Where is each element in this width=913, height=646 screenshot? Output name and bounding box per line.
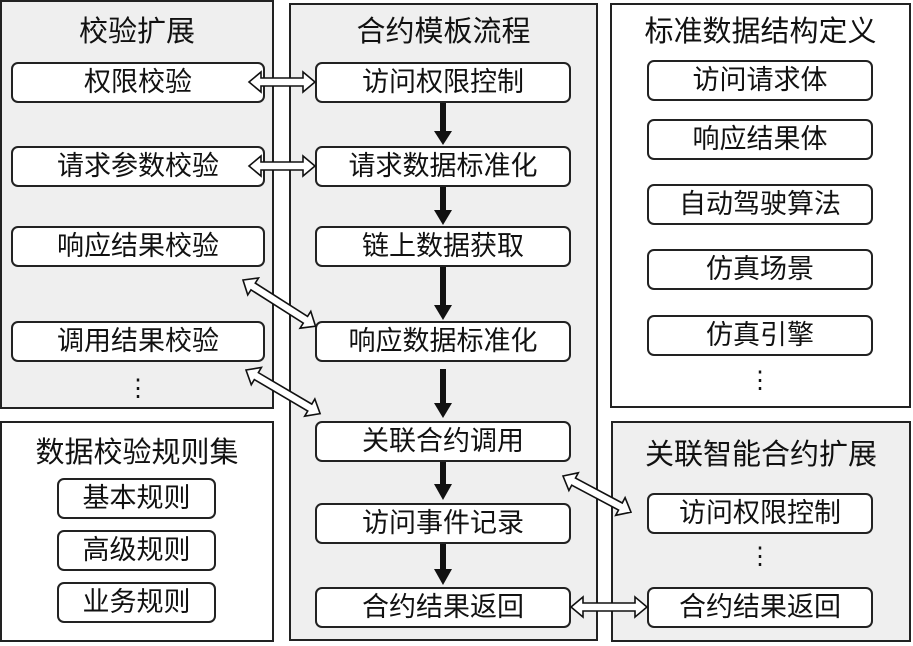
flow-step-access-control: 访问权限控制 (315, 62, 571, 103)
flow-step-linked-contract-call: 关联合约调用 (315, 421, 571, 462)
struct-item-access-request: 访问请求体 (647, 60, 873, 101)
validation-item-response-result: 响应结果校验 (11, 226, 265, 267)
flow-step-onchain-fetch: 链上数据获取 (315, 226, 571, 267)
flow-step-access-event-log: 访问事件记录 (315, 503, 571, 544)
validation-item-request-params: 请求参数校验 (11, 146, 265, 187)
validation-item-call-result: 调用结果校验 (11, 321, 265, 362)
linked-smart-contract-ext-title: 关联智能合约扩展 (644, 437, 877, 471)
rule-item-advanced: 高级规则 (57, 530, 216, 571)
flow-step-request-normalize: 请求数据标准化 (315, 146, 571, 187)
struct-item-response-result: 响应结果体 (647, 119, 873, 160)
rule-item-basic: 基本规则 (57, 478, 216, 519)
contract-template-flow-title: 合约模板流程 (356, 14, 531, 48)
validation-extension-title: 校验扩展 (78, 14, 195, 48)
flow-step-response-normalize: 响应数据标准化 (315, 321, 571, 362)
validation-ellipsis: ⋮ (126, 374, 150, 402)
struct-item-simulation-engine: 仿真引擎 (647, 315, 873, 356)
standard-data-structures-title: 标准数据结构定义 (644, 14, 877, 48)
validation-item-permission: 权限校验 (11, 62, 265, 103)
struct-item-simulation-scenario: 仿真场景 (647, 249, 873, 290)
struct-ellipsis: ⋮ (748, 366, 772, 394)
linked-item-result-return: 合约结果返回 (647, 587, 873, 628)
validation-rule-set-title: 数据校验规则集 (35, 435, 239, 469)
linked-item-access-control: 访问权限控制 (647, 493, 873, 534)
struct-item-autodrive-algorithm: 自动驾驶算法 (647, 184, 873, 225)
flow-step-result-return: 合约结果返回 (315, 587, 571, 628)
linked-ellipsis: ⋮ (748, 542, 772, 570)
rule-item-business: 业务规则 (57, 582, 216, 623)
